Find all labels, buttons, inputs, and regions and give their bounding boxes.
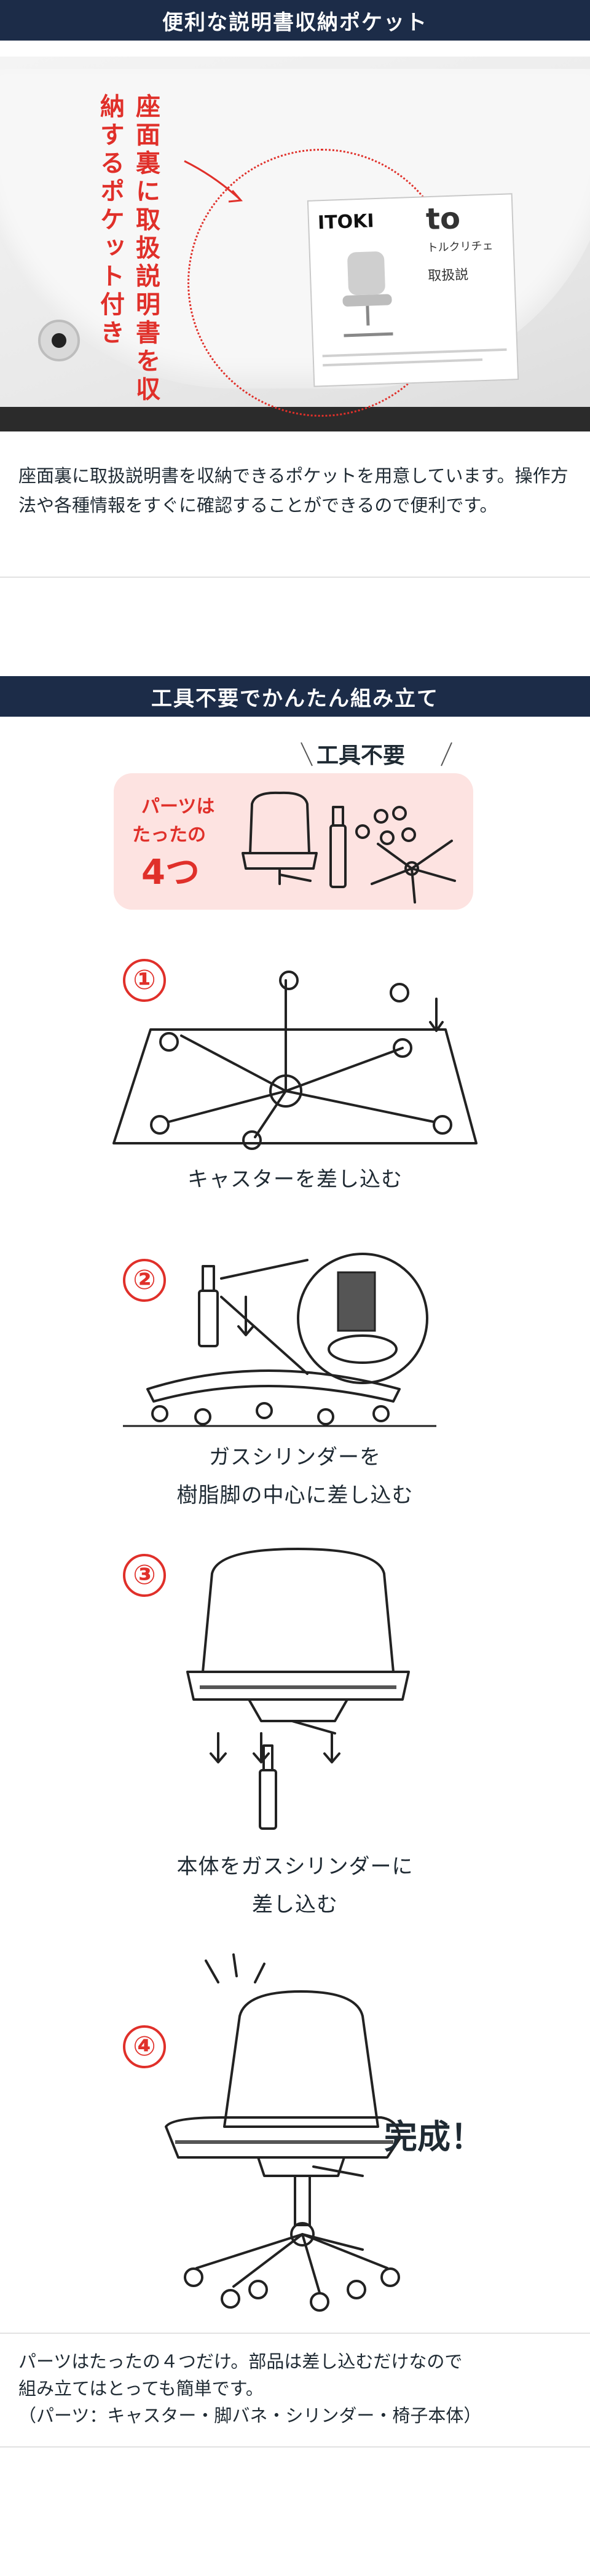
parts-text-line2: たったの xyxy=(132,824,206,846)
assembly-summary-line2: 組み立てはとっても簡単です。 xyxy=(18,2378,264,2399)
lever-port-icon xyxy=(38,320,80,361)
manual-heading: 取扱説 xyxy=(427,267,469,285)
five-star-base-icon xyxy=(371,840,456,904)
step-3-illustration xyxy=(186,1548,410,1830)
step-2-illustration xyxy=(123,1253,436,1427)
casters-icon xyxy=(355,806,416,845)
assembly-summary-line3: （パーツ：キャスター・脚バネ・シリンダー・椅子本体） xyxy=(18,2405,482,2426)
section-divider xyxy=(0,2333,590,2334)
chair-body-icon xyxy=(242,791,318,885)
manual-text-line xyxy=(322,348,507,358)
tool-free-label: 工具不要 xyxy=(317,743,406,768)
section-divider xyxy=(0,2446,590,2448)
pocket-section-banner: 便利な説明書収納ポケット xyxy=(0,0,590,41)
manual-logo: to xyxy=(425,201,461,237)
assembly-banner-title: 工具不要でかんたん組み立て xyxy=(151,686,439,711)
manual-subtitle: トルクリチェ xyxy=(427,239,494,255)
step-3-caption-line2: 差し込む xyxy=(252,1893,338,1917)
complete-label: 完成！ xyxy=(384,2117,484,2156)
step-4-number: ④ xyxy=(123,2025,166,2068)
step-2-number: ② xyxy=(123,1259,166,1302)
step-4-illustration xyxy=(165,1953,401,2312)
parts-summary-box: パーツは たったの 4つ xyxy=(114,773,473,910)
pocket-banner-title: 便利な説明書収納ポケット xyxy=(162,10,428,35)
manual-brand: ITOKI xyxy=(317,210,375,234)
step-2-caption-line2: 樹脂脚の中心に差し込む xyxy=(176,1483,414,1508)
manual-text-line xyxy=(323,358,483,367)
assembly-section-banner: 工具不要でかんたん組み立て xyxy=(0,676,590,717)
pocket-photo-label: 座面裏に取扱説明書を収納するポケット付き xyxy=(96,93,160,404)
step-3-number: ③ xyxy=(123,1554,166,1597)
parts-text-line1: パーツは xyxy=(141,796,215,817)
instruction-manual: ITOKI to トルクリチェ 取扱説 xyxy=(307,193,519,387)
gas-cylinder-icon xyxy=(329,806,347,888)
step-1-caption: キャスターを差し込む xyxy=(187,1167,403,1192)
step-1-number: ① xyxy=(123,959,166,1002)
step-2-caption-line1: ガスシリンダーを xyxy=(209,1445,381,1470)
pocket-description: 座面裏に取扱説明書を収納できるポケットを用意しています。操作方法や各種情報をすぐ… xyxy=(18,465,568,516)
pointer-arrow-icon xyxy=(184,160,243,203)
section-divider xyxy=(0,577,590,578)
manual-chair-illustration xyxy=(342,251,393,337)
assembly-summary-line1: パーツはたったの４つだけ。部品は差し込むだけなので xyxy=(18,2351,463,2372)
seat-underside-photo: ITOKI to トルクリチェ 取扱説 座面裏に取扱説明書を収納するポケット付き xyxy=(0,57,590,431)
step-3-caption-line1: 本体をガスシリンダーに xyxy=(176,1854,414,1879)
tool-free-slashes xyxy=(301,742,452,766)
step-1-illustration xyxy=(112,971,478,1150)
parts-count: 4つ xyxy=(141,853,200,892)
